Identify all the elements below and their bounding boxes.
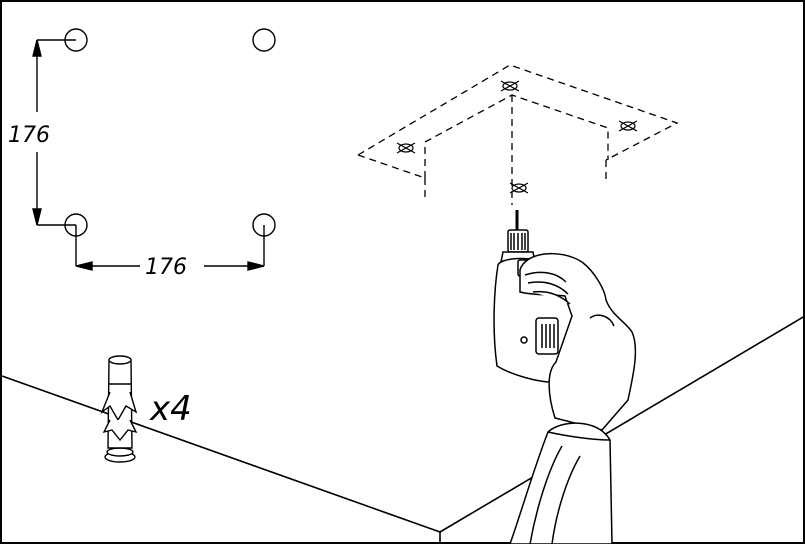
- ceiling-board: [1, 315, 805, 544]
- hole-template: [32, 28, 276, 271]
- hole-mark-icon: [396, 142, 416, 154]
- hole-circle-top-right: [252, 28, 276, 52]
- vertical-dimension: [32, 39, 76, 226]
- arm-sleeve: [509, 422, 613, 544]
- hole-mark-icon: [500, 80, 520, 92]
- vertical-dimension-label: 176: [8, 123, 50, 148]
- hole-marks: [396, 80, 638, 194]
- anchor-quantity-label: x4: [149, 389, 192, 429]
- hole-mark-icon: [509, 182, 529, 194]
- wall-anchor-icon: [100, 355, 138, 463]
- hand-icon: [519, 252, 637, 431]
- hole-mark-icon: [618, 120, 638, 132]
- horizontal-dimension: [75, 225, 265, 271]
- horizontal-dimension-label: 176: [145, 255, 187, 280]
- mounting-plate-outline: [357, 64, 679, 205]
